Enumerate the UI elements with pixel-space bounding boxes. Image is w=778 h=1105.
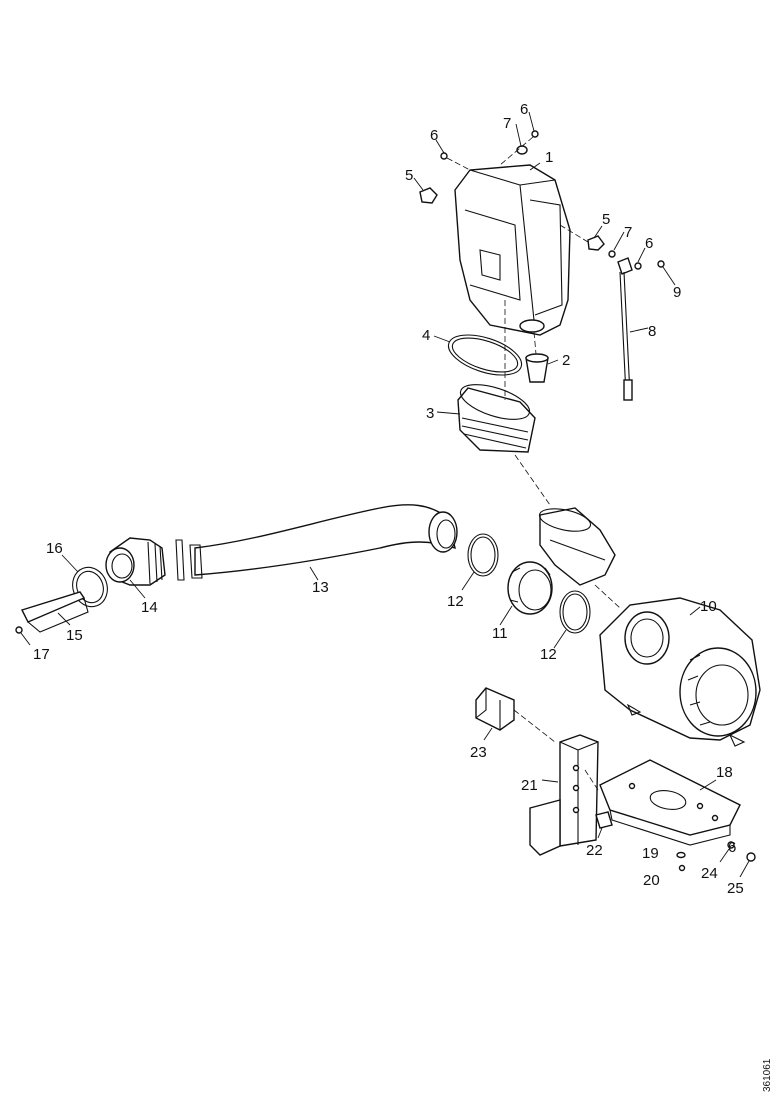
part-17-bolt: [15, 626, 31, 646]
callout-7a: 7: [503, 115, 511, 132]
callout-15: 15: [66, 627, 83, 644]
part-13-intake-hose: [175, 504, 458, 581]
callout-19: 19: [642, 845, 659, 862]
air-inlet-cone: [538, 507, 621, 609]
callout-6c: 6: [645, 235, 653, 252]
callout-6a: 6: [430, 127, 438, 144]
callout-6b: 6: [520, 101, 528, 118]
callout-23: 23: [470, 744, 487, 761]
part-3-cyclone-insert: [436, 300, 551, 506]
callout-21: 21: [521, 777, 538, 794]
document-id: 361061: [762, 1058, 773, 1092]
part-22-nut: [595, 811, 613, 839]
callout-18: 18: [716, 764, 733, 781]
callout-12a: 12: [447, 593, 464, 610]
part-1-precleaner-housing: [454, 164, 571, 336]
callout-3: 3: [426, 405, 434, 422]
callout-13: 13: [312, 579, 329, 596]
part-10-air-filter-housing: [599, 597, 761, 747]
part-5-bushing-left: [413, 177, 438, 204]
part-20-nut: [678, 864, 686, 872]
callout-20: 20: [643, 872, 660, 889]
part-16-clamp-ring: [61, 554, 108, 608]
part-7-washer-top: [515, 123, 528, 155]
part-6-nut-top-left: [435, 139, 471, 171]
part-14-rubber-elbow: [105, 537, 166, 599]
callout-10: 10: [700, 598, 717, 615]
callout-25: 25: [727, 880, 744, 897]
part-25-nut: [739, 852, 756, 878]
part-15-bracket-strap: [21, 591, 89, 633]
part-18-mounting-plate: [584, 759, 741, 846]
part-23-bracket: [475, 687, 556, 743]
callout-5a: 5: [405, 167, 413, 184]
callout-6e: 6: [728, 839, 736, 856]
callout-16: 16: [46, 540, 63, 557]
callout-2: 2: [562, 352, 570, 369]
callout-22: 22: [586, 842, 603, 859]
callout-11: 11: [492, 625, 508, 642]
callout-4: 4: [422, 327, 430, 344]
callout-9: 9: [673, 284, 681, 301]
callout-5b: 5: [602, 211, 610, 228]
part-4-seal-ring: [433, 334, 523, 376]
callout-17: 17: [33, 646, 50, 663]
part-19-washer: [676, 851, 686, 859]
part-5-bushing-right: [559, 224, 605, 251]
part-2-dust-valve: [525, 331, 559, 383]
part-6-nut-right: [634, 247, 646, 270]
part-7-washer-right: [608, 250, 616, 258]
callout-14: 14: [141, 599, 158, 616]
callout-24: 24: [701, 865, 718, 882]
part-6-nut-top: [499, 111, 539, 166]
part-12-clamp-left: [461, 533, 499, 591]
callout-1: 1: [545, 149, 553, 166]
part-8-support-rod: [617, 257, 649, 401]
part-12-clamp-right: [553, 590, 591, 649]
part-21-vertical-bracket: [529, 734, 599, 856]
part-9-nut: [657, 260, 676, 286]
callout-8: 8: [648, 323, 656, 340]
callout-12b: 12: [540, 646, 557, 663]
callout-7b: 7: [624, 224, 632, 241]
part-11-adapter: [499, 561, 553, 626]
part-24-washer: [719, 841, 735, 863]
